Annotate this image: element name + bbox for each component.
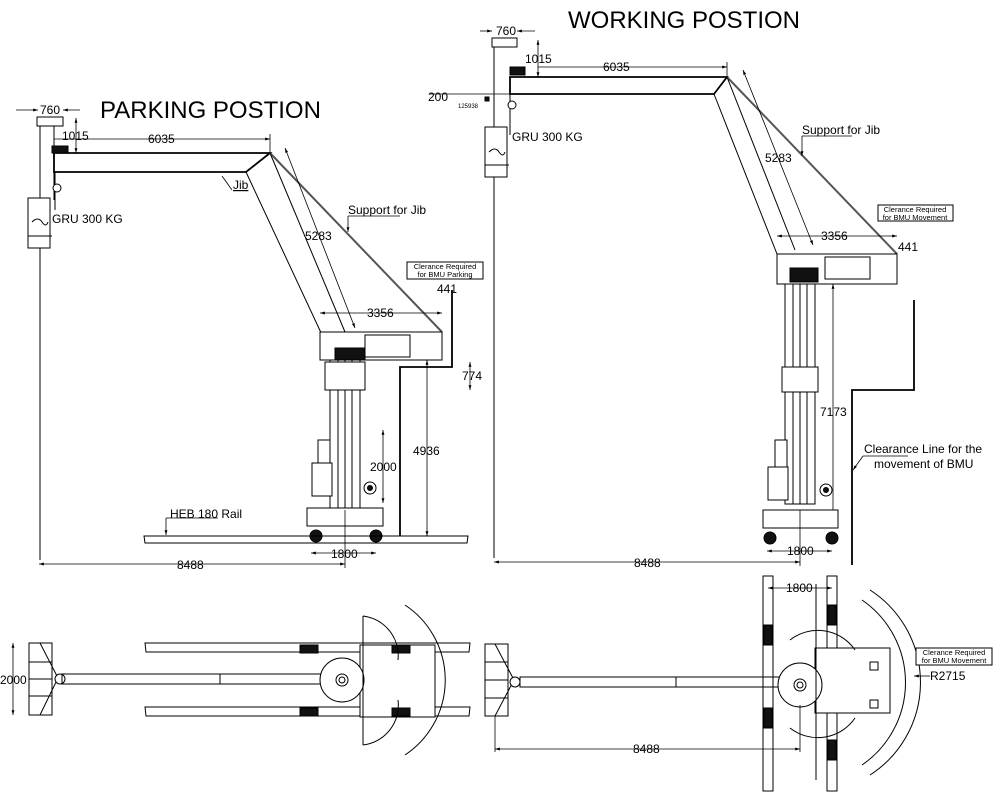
- dim-cradle-height: 1015: [62, 129, 89, 143]
- working-clearance-line: [851, 300, 915, 565]
- jib-label: Jib: [233, 178, 249, 192]
- working-clearance-box: [877, 204, 954, 222]
- working-elevation: 200 125938 Clerance Required for BMU Mov…: [428, 24, 982, 570]
- rail-label: HEB 180 Rail: [170, 507, 242, 521]
- trolley: [509, 66, 526, 76]
- dim-reach: 8488: [633, 742, 660, 756]
- dim-reach: 8488: [177, 558, 204, 572]
- clearance-text: Clerance Required: [884, 205, 947, 214]
- dim-support-length: 5283: [305, 229, 332, 243]
- dim-5283: [742, 69, 814, 246]
- dim-offset-sub: 125938: [458, 104, 479, 110]
- jib: [509, 76, 729, 95]
- gondola-cradle: [484, 126, 508, 178]
- dim-head-clear: 441: [437, 282, 457, 296]
- working-plan-view: 1800 8488 R2715 Clerance Required for BM…: [484, 575, 993, 792]
- dim-reach: 8488: [634, 556, 661, 570]
- parking-clearance-box: [406, 261, 484, 280]
- rail-plan: [144, 642, 471, 653]
- parking-clearance-line: [399, 290, 453, 536]
- trolley: [51, 145, 69, 154]
- hook-block: [52, 183, 62, 193]
- clearance-note: Clearance Line for the: [864, 442, 982, 456]
- dim-support-length: 5283: [765, 151, 792, 165]
- wheel: [825, 531, 839, 545]
- dim-head-width: 3356: [367, 306, 394, 320]
- dim-cradle-width: 760: [40, 103, 60, 117]
- clearance-text: Clerance Required: [414, 262, 477, 271]
- dim-cradle-width: 760: [496, 24, 516, 38]
- plan-clearance-box: [915, 647, 993, 666]
- wheel: [763, 531, 777, 545]
- clearance-text: for BMU Parking: [417, 270, 472, 279]
- dim-mast-height: 7173: [820, 405, 847, 419]
- chassis-plan: [814, 647, 891, 714]
- chassis: [762, 509, 839, 529]
- dim-radius: R2715: [930, 669, 966, 683]
- dim-mast-lower: 2000: [370, 460, 397, 474]
- dim-head-offset: 774: [462, 369, 482, 383]
- hook-block: [507, 100, 517, 110]
- dim-wheelbase: 1800: [331, 547, 358, 561]
- dim-mast-to-rail: 4936: [413, 444, 440, 458]
- clearance-text: for BMU Movement: [922, 656, 988, 665]
- slew-arc: [861, 599, 906, 766]
- slew-arc: [869, 589, 921, 776]
- gondola-cradle: [27, 197, 51, 249]
- support-for-jib: [726, 76, 898, 255]
- support-label: Support for Jib: [802, 123, 880, 137]
- clearance-text: for BMU Movement: [883, 213, 949, 222]
- jib-plan: [61, 673, 353, 685]
- jib: [53, 152, 273, 173]
- slew-ring: [319, 657, 365, 703]
- dim-cradle-height: 1015: [525, 52, 552, 66]
- rail-plan: [762, 575, 774, 792]
- dim-cradle-span: 2000: [0, 673, 27, 687]
- parking-elevation: Clerance Required for BMU Parking 760 10…: [16, 103, 484, 572]
- cradle-head-beam: [36, 116, 64, 127]
- parking-plan-view: 2000: [0, 604, 471, 756]
- clearance-note: movement of BMU: [874, 457, 973, 471]
- dim-head-width: 3356: [821, 229, 848, 243]
- chassis-plan: [359, 644, 436, 718]
- dim-rail-gauge: 1800: [786, 581, 813, 595]
- dim-5283: [284, 147, 356, 329]
- support-for-jib: [269, 152, 443, 333]
- dim-jib-length: 6035: [603, 60, 630, 74]
- dim-jib-length: 6035: [148, 132, 175, 146]
- slew-ring: [777, 662, 823, 708]
- parking-title: PARKING POSTION: [100, 97, 321, 124]
- dim-offset: 200: [428, 90, 448, 104]
- gru-label: GRU 300 KG: [52, 212, 123, 226]
- working-title: WORKING POSTION: [568, 7, 800, 34]
- cradle-head-beam: [491, 37, 518, 48]
- jib-plan: [519, 676, 811, 688]
- dim-head-clear: 441: [898, 240, 918, 254]
- clearance-text: Clerance Required: [923, 648, 986, 657]
- slew-arc: [404, 604, 446, 756]
- heb-rail: [143, 535, 469, 544]
- gru-label: GRU 300 KG: [512, 130, 583, 144]
- support-label: Support for Jib: [348, 203, 426, 217]
- dim-wheelbase: 1800: [787, 544, 814, 558]
